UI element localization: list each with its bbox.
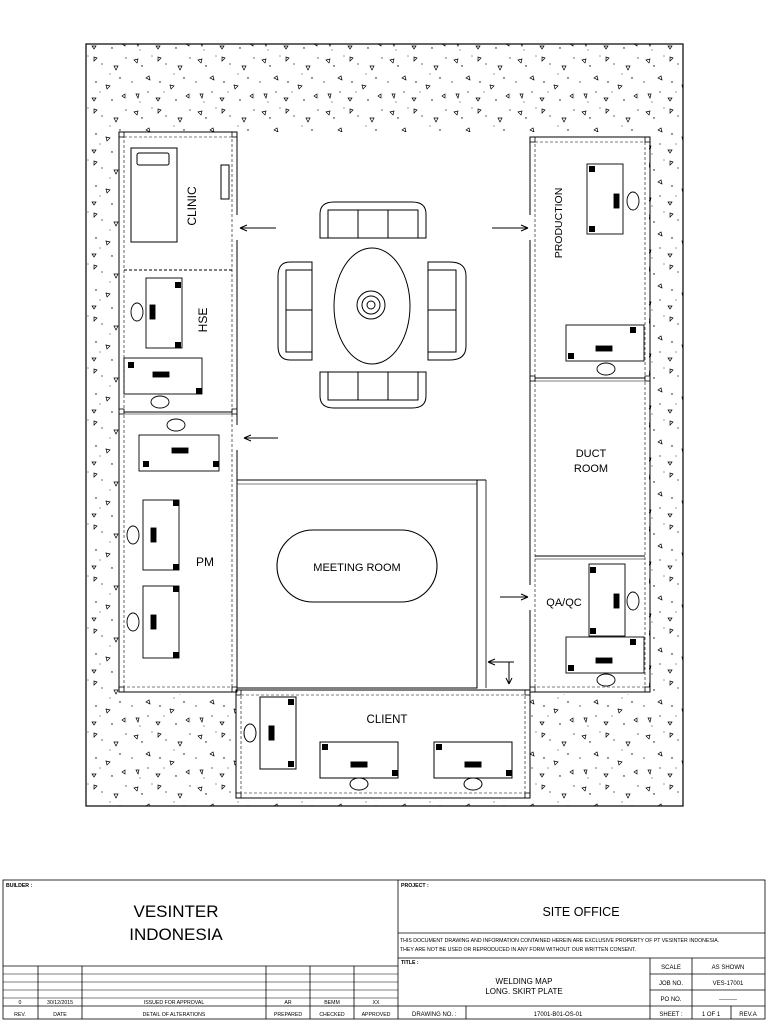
entry-arrows [239, 224, 529, 685]
hse-label: HSE [196, 308, 210, 333]
sheet-value: 1 OF 1 [702, 1012, 721, 1018]
pm-label: PM [196, 555, 214, 569]
right-block [528, 136, 651, 693]
rev-header-detail: DETAIL OF ALTERATIONS [143, 1012, 206, 1018]
po-no-value: --------- [719, 997, 737, 1003]
builder-name-line1: VESINTER [133, 902, 218, 921]
rev-header-prepared: PREPARED [274, 1012, 302, 1018]
project-label: PROJECT : [401, 883, 429, 889]
builder-name-line2: INDONESIA [129, 925, 223, 944]
qaqc-label: QA/QC [546, 597, 582, 609]
scale-label: SCALE [661, 965, 681, 971]
production-desks [565, 163, 645, 376]
pm-desks [126, 418, 220, 659]
title-line1: WELDING MAP [496, 977, 553, 986]
client-label: CLIENT [367, 714, 408, 726]
builder-label: BUILDER : [6, 883, 32, 889]
title-label: TITLE : [401, 960, 419, 966]
duct-room-label-line1: DUCT [576, 448, 607, 460]
production-label: PRODUCTION [553, 188, 565, 259]
project-name: SITE OFFICE [542, 905, 619, 919]
rev-row-rev: 0 [19, 1000, 22, 1006]
sheet-label: SHEET : [659, 1012, 683, 1018]
rev-row-detail: ISSUED FOR APPROVAL [144, 1000, 205, 1006]
rev-header-date: DATE [53, 1012, 67, 1018]
rev-row-date: 30/12/2015 [47, 1000, 73, 1006]
rev-row-prepared: AR [284, 1000, 291, 1006]
meeting-block [236, 479, 487, 689]
rev-header-approved: APPROVED [362, 1012, 391, 1018]
drawing-no-value: 17001-B01-OS-01 [534, 1012, 583, 1018]
rev-header-checked: CHECKED [319, 1012, 345, 1018]
duct-room-label-line2: ROOM [574, 463, 608, 475]
title-block: BUILDER : VESINTER INDONESIA PROJECT : S… [2, 879, 766, 1020]
title-line2: LONG. SKIRT PLATE [485, 987, 562, 996]
ownership-notice-line1: THIS DOCUMENT DRAWING AND INFORMATION CO… [400, 938, 719, 944]
scale-value: AS SHOWN [712, 965, 745, 971]
meeting-room-label: MEETING ROOM [313, 562, 400, 574]
revision-value: REV.A [739, 1012, 756, 1018]
rev-row-checked: BEMM [324, 1000, 340, 1006]
drawing-no-label: DRAWING NO. : [412, 1012, 457, 1018]
po-no-label: PO NO. [660, 997, 681, 1003]
rev-row-approved: XX [373, 1000, 380, 1006]
clinic-label: CLINIC [185, 186, 199, 226]
lounge-set [277, 201, 467, 409]
job-no-label: JOB NO. [659, 981, 683, 987]
client-block [235, 689, 531, 799]
left-block [118, 131, 239, 693]
qaqc-desks [565, 563, 645, 687]
site-plan: CLINIC HSE PM PRODUCTION DUCT ROOM QA/QC… [85, 43, 684, 807]
hse-desks [123, 277, 203, 409]
rev-header-rev: REV. [14, 1012, 26, 1018]
ownership-notice-line2: THEY ARE NOT BE USED OR REPRODUCED IN AN… [400, 947, 636, 953]
job-no-value: VES-17001 [713, 981, 744, 987]
